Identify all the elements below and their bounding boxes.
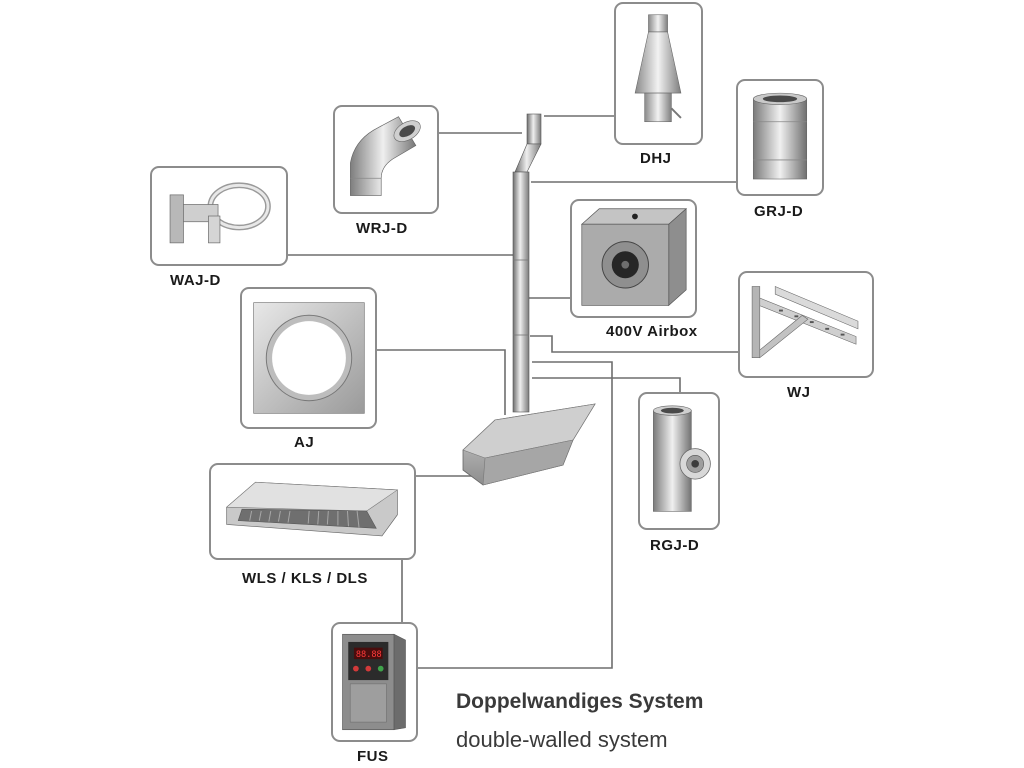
rgj-d-label: RGJ-D	[650, 537, 700, 554]
fan-box-icon	[580, 207, 688, 307]
rgj-d-box	[638, 392, 720, 530]
wall-bracket-icon	[169, 182, 271, 244]
wrj-d-box	[333, 105, 439, 214]
waj-d-box	[150, 166, 288, 266]
grj-d-label: GRJ-D	[754, 203, 804, 220]
roof-plate-icon	[253, 302, 365, 414]
dhj-label: DHJ	[640, 150, 672, 167]
aj-label: AJ	[294, 434, 315, 451]
fus-box: 88.88	[331, 622, 418, 742]
hood-box	[209, 463, 416, 560]
fus-label: FUS	[357, 748, 389, 765]
chimney-cap-icon	[634, 14, 682, 123]
central-assembly-illustration	[462, 113, 596, 486]
wj-box	[738, 271, 874, 378]
airbox-box	[570, 199, 697, 318]
wj-label: WJ	[787, 384, 811, 401]
kitchen-hood-icon	[225, 481, 399, 537]
system-title-en: double-walled system	[456, 727, 668, 752]
hood-label: WLS / KLS / DLS	[242, 570, 368, 587]
wrj-d-label: WRJ-D	[356, 220, 408, 237]
elbow-pipe-icon	[350, 116, 421, 196]
frequency-converter-icon: 88.88	[342, 633, 406, 731]
waj-d-label: WAJ-D	[170, 272, 221, 289]
svg-text:88.88: 88.88	[356, 650, 382, 660]
straight-pipe-icon	[752, 92, 808, 180]
wall-support-icon	[751, 286, 859, 359]
aj-box	[240, 287, 377, 429]
tee-pipe-icon	[653, 405, 711, 512]
grj-d-box	[736, 79, 824, 196]
dhj-box	[614, 2, 703, 145]
system-title-de: Doppelwandiges System	[456, 690, 704, 713]
airbox-label: 400V Airbox	[606, 323, 698, 340]
